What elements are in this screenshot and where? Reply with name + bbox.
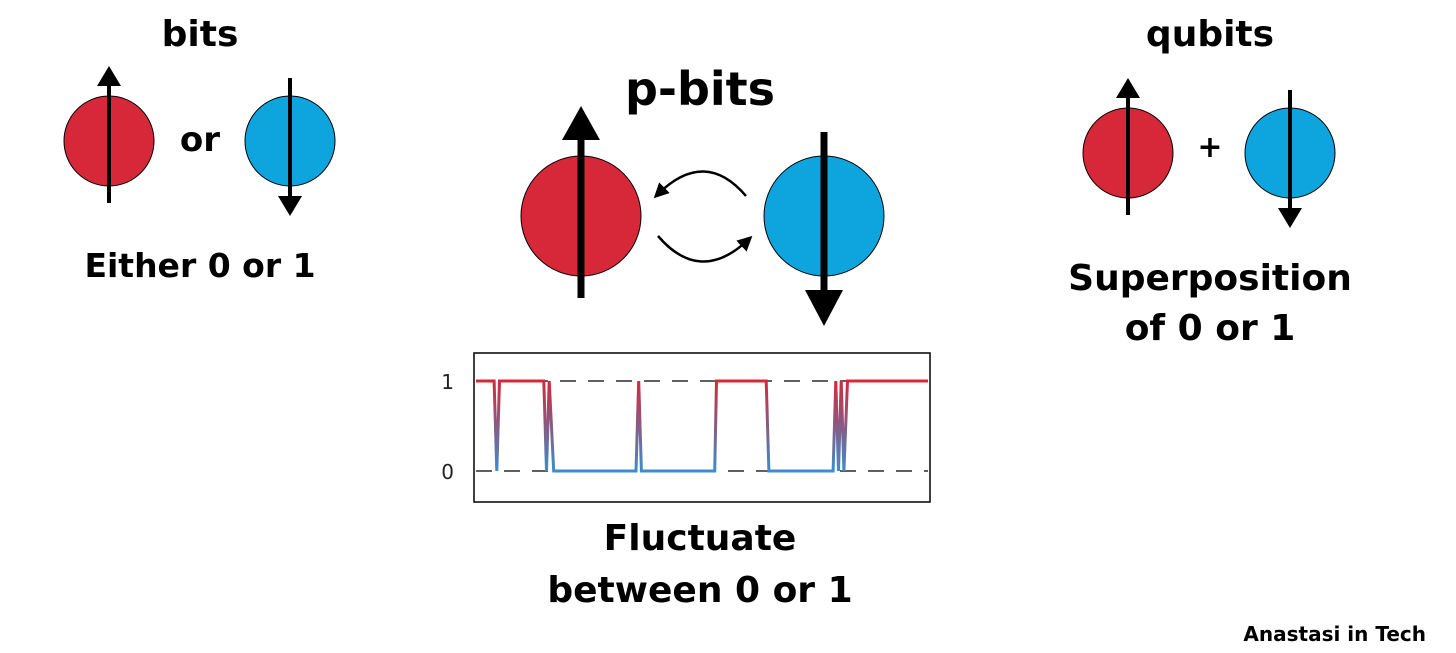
or-connector: or	[179, 120, 221, 160]
plus-connector: +	[1197, 130, 1223, 165]
y-tick-label-1: 1	[441, 370, 454, 394]
pbits-title: p-bits	[624, 62, 776, 116]
qubits-down-arrowhead	[1278, 208, 1302, 228]
bits-down-arrowhead	[278, 196, 302, 216]
bits-title: bits	[161, 14, 239, 55]
pbits-down-arrowhead	[805, 290, 843, 326]
pbits-spin-down-icon	[763, 132, 885, 326]
pbits-up-arrowhead	[562, 106, 600, 140]
bits-caption: Either 0 or 1	[84, 246, 316, 285]
qubits-title: qubits	[1145, 14, 1275, 55]
qubits-spin-down-icon	[1244, 90, 1336, 228]
chart-frame	[473, 352, 931, 503]
pbits-caption-line1: Fluctuate	[603, 518, 797, 559]
bits-up-arrowhead	[97, 66, 121, 86]
fluctuation-trace	[476, 379, 928, 473]
trace-layer	[476, 379, 928, 473]
qubits-caption-line1: Superposition	[1068, 258, 1352, 299]
flip-arrows-icon	[653, 170, 753, 263]
credit-watermark: Anastasi in Tech	[1243, 622, 1426, 646]
bits-spin-down-icon	[244, 78, 336, 216]
pbits-caption-line2: between 0 or 1	[547, 570, 853, 611]
y-tick-label-0: 0	[441, 460, 454, 484]
bits-spin-up-icon	[63, 66, 155, 203]
qubits-up-arrowhead	[1116, 78, 1140, 98]
qubits-caption-line2: of 0 or 1	[1124, 308, 1296, 349]
pbits-spin-up-icon	[520, 106, 642, 298]
qubits-spin-up-icon	[1082, 78, 1174, 215]
fluctuation-chart: 1 0	[441, 352, 931, 503]
